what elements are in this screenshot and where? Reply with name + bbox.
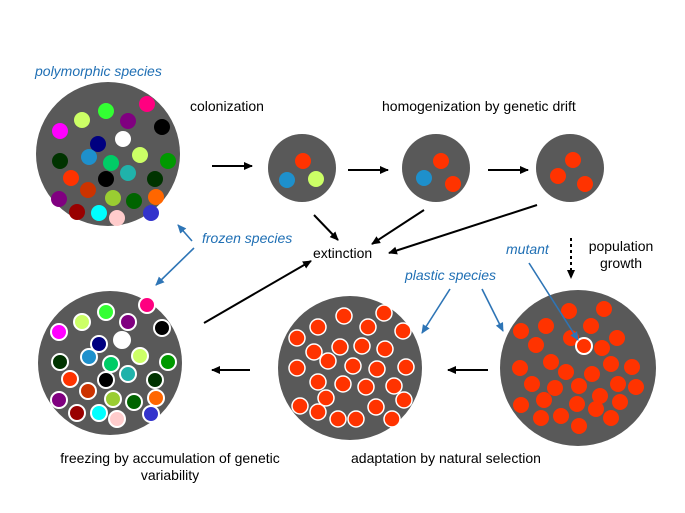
- population-growth-line2: growth: [599, 255, 643, 271]
- population-growth-label: population growth: [586, 238, 656, 272]
- extinction-label: extinction: [313, 245, 373, 261]
- arrow-plastic-right: [481, 288, 504, 332]
- polymorphic-species-population: [36, 82, 180, 226]
- arrow-plastic-left: [421, 288, 451, 334]
- arrow-mutant: [528, 262, 579, 341]
- adapted-dots: [288, 304, 415, 428]
- frozen-dots: [50, 296, 177, 428]
- arrow-frozen-down: [155, 247, 195, 286]
- drift-dots-2: [550, 152, 593, 192]
- plastic-species-label: plastic species: [405, 267, 497, 283]
- colonization-label: colonization: [190, 98, 264, 114]
- polymorphic-species-label: polymorphic species: [35, 63, 162, 79]
- population-growth-line1: population: [588, 238, 654, 254]
- colonization-dots: [279, 153, 324, 188]
- polymorphic-dots: [51, 96, 176, 226]
- mutant-dot: [575, 337, 593, 355]
- drift-dots-1: [416, 153, 461, 192]
- arrow-to-extinction-3: [388, 204, 538, 255]
- frozen-species-label: frozen species: [202, 230, 293, 246]
- mutant-label: mutant: [506, 241, 549, 257]
- freezing-label-line1: freezing by accumulation of genetic: [60, 450, 280, 466]
- grown-dots: [512, 301, 644, 434]
- blue-arrows: [155, 224, 579, 341]
- arrow-frozen-up: [177, 224, 193, 242]
- freezing-label-line2: variability: [140, 467, 200, 483]
- arrow-to-extinction-2: [371, 209, 425, 245]
- adaptation-label: adaptation by natural selection: [351, 450, 541, 466]
- freezing-label: freezing by accumulation of genetic vari…: [30, 450, 310, 484]
- arrow-frozen-to-extinction: [203, 260, 312, 324]
- drift-population-1: [402, 134, 470, 202]
- arrow-to-extinction-1: [313, 214, 339, 241]
- homogenization-label: homogenization by genetic drift: [382, 98, 576, 114]
- drift-population-2: [536, 134, 604, 202]
- black-arrows: [203, 162, 575, 374]
